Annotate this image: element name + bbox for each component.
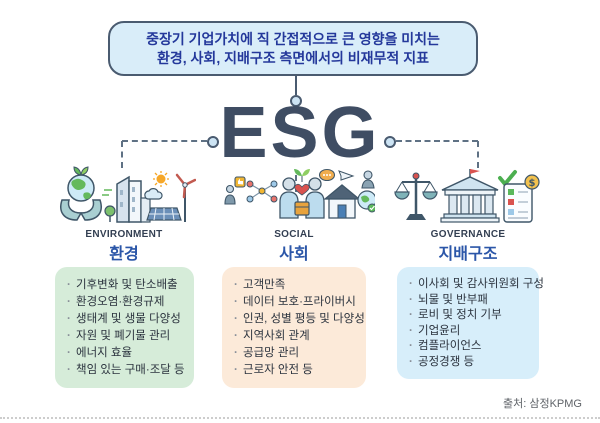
list-item: 환경오염·환경규제 [67,294,188,311]
list-item: 근로자 안전 등 [234,362,360,379]
environment-label-en: ENVIRONMENT [85,229,163,240]
list-item: 컴플라이언스 [409,339,533,355]
environment-illustration-icon [60,166,196,223]
social-list-box: 고객만족 데이터 보호·프라이버시 인권, 성별 평등 및 다양성 지역사회 관… [222,267,366,388]
svg-text:$: $ [529,178,536,189]
list-item: 뇌물 및 반부패 [409,293,533,309]
environment-label-ko: 환경 [109,246,139,263]
dashed-connector-right-vertical [477,141,479,168]
dashed-connector-right-horizontal [396,140,478,142]
social-label-en: SOCIAL [274,229,314,240]
callout-line-2: 환경, 사회, 지배구조 측면에서의 비재무적 지표 [157,49,429,66]
social-list: 고객만족 데이터 보호·프라이버시 인권, 성별 평등 및 다양성 지역사회 관… [234,277,365,379]
list-item: 생태계 및 생물 다양성 [67,311,188,328]
list-item: 기업윤리 [409,324,533,340]
list-item: 공정경쟁 등 [409,355,533,371]
dashed-connector-middle-vertical [295,175,297,192]
governance-label-ko: 지배구조 [438,246,498,263]
connector-node-left [207,136,219,148]
list-item: 지역사회 관계 [234,328,360,345]
list-item: 이사회 및 감사위원회 구성 [409,277,544,293]
list-item: 로비 및 정치 기부 [409,308,533,324]
governance-label-en: GOVERNANCE [430,229,506,240]
callout-connector-line [295,76,297,95]
list-item: 공급망 관리 [234,345,360,362]
source-credit: 출처: 삼정KPMG [503,398,582,410]
list-item: 자원 및 폐기물 관리 [67,328,188,345]
connector-node-top [290,95,302,107]
governance-list-box: 이사회 및 감사위원회 구성 뇌물 및 반부패 로비 및 정치 기부 기업윤리 … [397,267,544,379]
environment-list: 기후변화 및 탄소배출 환경오염·환경규제 생태계 및 생물 다양성 자원 및 … [67,277,188,379]
environment-list-box: 기후변화 및 탄소배출 환경오염·환경규제 생태계 및 생물 다양성 자원 및 … [55,267,194,388]
page-title: ESG [219,93,381,173]
social-illustration-icon [224,168,375,219]
list-item: 인권, 성별 평등 및 다양성 [234,311,365,328]
social-label-ko: 사회 [279,246,309,263]
dashed-connector-left-vertical [121,141,123,168]
callout-line-1: 중장기 기업가치에 직 간접적으로 큰 영향을 미치는 [146,30,440,47]
definition-callout: 중장기 기업가치에 직 간접적으로 큰 영향을 미치는 환경, 사회, 지배구조… [108,21,478,76]
connector-node-right [384,136,396,148]
dashed-connector-left-horizontal [122,140,207,142]
governance-illustration-icon: $ [394,169,540,223]
list-item: 에너지 효율 [67,345,188,362]
list-item: 고객만족 [234,277,360,294]
list-item: 책임 있는 구매·조달 등 [67,362,188,379]
list-item: 데이터 보호·프라이버시 [234,294,360,311]
list-item: 기후변화 및 탄소배출 [67,277,188,294]
bottom-dotted-divider [0,417,600,419]
governance-list: 이사회 및 감사위원회 구성 뇌물 및 반부패 로비 및 정치 기부 기업윤리 … [409,277,544,371]
